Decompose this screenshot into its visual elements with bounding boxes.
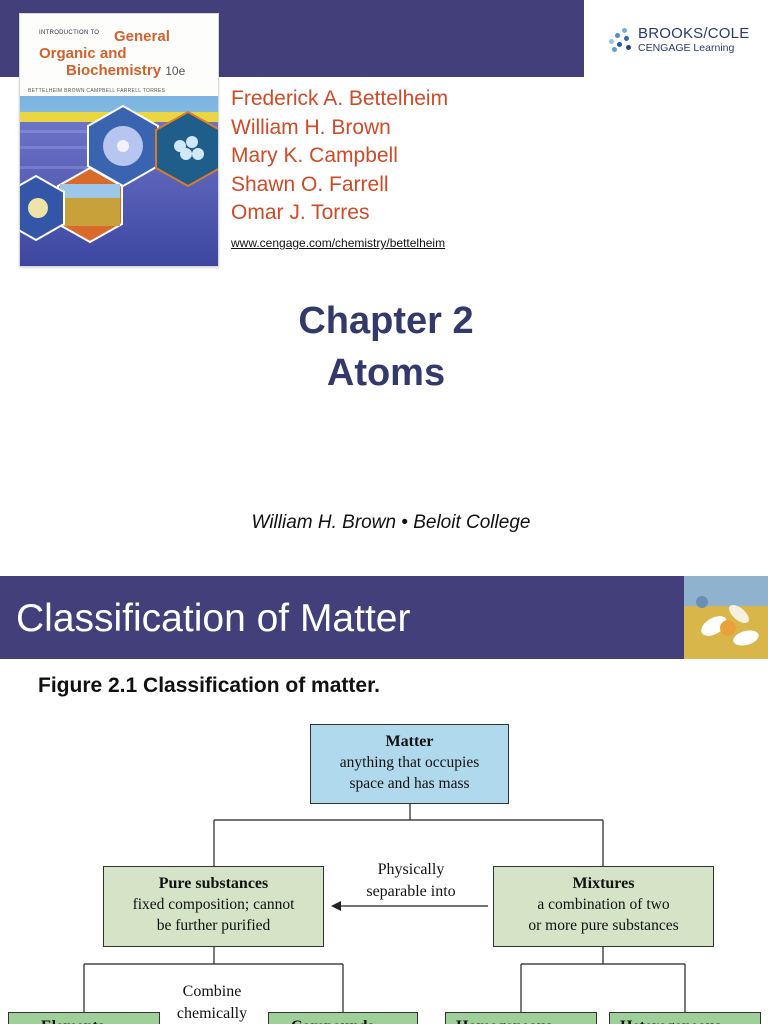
connector-lines	[83, 804, 686, 1012]
mixtures-node: Mixtures a combination of two or more pu…	[493, 866, 714, 947]
heterogeneous-node: Heterogeneous	[609, 1012, 761, 1024]
label-line: separable into	[366, 883, 456, 900]
book-intro: INTRODUCTION TO	[39, 30, 100, 36]
book-edition: 10e	[165, 64, 186, 78]
publisher-subtitle: CENGAGE Learning	[638, 42, 735, 54]
author-name: Frederick A. Bettelheim	[231, 87, 449, 110]
label-line: chemically	[176, 1005, 248, 1022]
author-list: Frederick A. Bettelheim William H. Brown…	[231, 85, 448, 228]
flower-photo-icon	[684, 576, 768, 659]
figure-caption: Figure 2.1 Classification of matter.	[38, 674, 380, 697]
title-slide: BROOKS/COLE CENGAGE Learning INTRODUCTIO…	[0, 0, 756, 533]
title-bar	[0, 576, 684, 659]
chapter-title: Atoms	[326, 352, 446, 394]
combine-chemically-label: Combine chemically	[160, 981, 264, 1024]
node-heading: Matter	[385, 733, 434, 750]
chapter-number: Chapter 2	[298, 300, 474, 342]
author-name: William H. Brown	[231, 115, 391, 139]
node-description: a combination of two	[537, 896, 670, 913]
label-line: Physically	[377, 861, 445, 878]
node-description: anything that occupies	[339, 754, 480, 771]
book-title-line2: Organic and	[39, 45, 127, 62]
book-cover: INTRODUCTION TO General Organic and Bioc…	[19, 13, 219, 267]
website-link[interactable]: www.cengage.com/chemistry/bettelheim	[231, 236, 446, 250]
node-description: or more pure substances	[528, 917, 679, 934]
node-heading: Pure substances	[158, 875, 269, 892]
author-name: Omar J. Torres	[231, 201, 370, 224]
presenter-byline: William H. Brown • Beloit College	[251, 512, 531, 533]
author-name: Mary K. Campbell	[231, 144, 398, 167]
publisher-dots-icon	[606, 26, 634, 54]
elements-node: Elements	[8, 1012, 160, 1024]
slide-title: Classification of Matter	[16, 597, 411, 640]
node-description: fixed composition; cannot	[132, 896, 295, 913]
book-title-word: Biochemistry	[66, 62, 162, 79]
label-line: Combine	[182, 983, 242, 1000]
compounds-node: Compounds	[268, 1012, 418, 1024]
node-heading: Mixtures	[572, 875, 635, 892]
publisher-name: BROOKS/COLE	[638, 25, 750, 42]
homogeneous-node: Homogeneous	[445, 1012, 597, 1024]
node-description: space and has mass	[349, 775, 470, 792]
book-title-line3: Biochemistry 10e	[66, 62, 185, 79]
book-title-line1: General	[114, 28, 170, 45]
cover-photo-collage	[20, 96, 218, 266]
physically-separable-label: Physically separable into	[346, 859, 476, 903]
content-slide: Classification of Matter Figure 2.1 Clas…	[0, 576, 768, 1024]
author-name: Shawn O. Farrell	[231, 172, 389, 196]
node-description: be further purified	[156, 917, 271, 934]
matter-node: Matter anything that occupies space and …	[310, 724, 509, 804]
book-cover-authors: BETTELHEIM BROWN CAMPBELL FARRELL TORRES	[28, 88, 166, 94]
pure-substances-node: Pure substances fixed composition; canno…	[103, 866, 324, 947]
publisher-logo: BROOKS/COLE CENGAGE Learning	[606, 22, 756, 58]
